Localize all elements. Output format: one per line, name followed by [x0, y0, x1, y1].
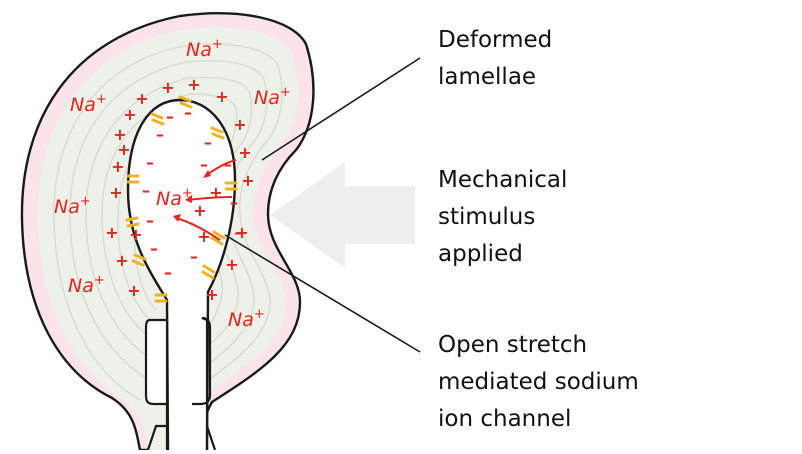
svg-text:+: +: [115, 251, 128, 270]
negative-charges: – – – – – – – – – – – – – –: [142, 103, 242, 282]
svg-text:–: –: [156, 125, 164, 144]
channel-6: [125, 216, 140, 228]
na-label-upper-right: Na+: [254, 85, 291, 109]
na-label-lower-left: Na+: [68, 273, 105, 297]
channel-10: [154, 293, 168, 303]
svg-text:+: +: [209, 183, 222, 202]
channel-1: [178, 95, 193, 109]
influx-arrow-2: [187, 196, 233, 201]
svg-text:–: –: [142, 181, 150, 200]
svg-text:+: +: [113, 125, 126, 144]
channel-9: [201, 264, 216, 280]
na-label-top: Na+: [186, 37, 223, 61]
svg-text:+: +: [235, 223, 248, 242]
label-deformed-lamellae: Deformed lamellae: [438, 27, 553, 90]
channel-5: [224, 181, 238, 191]
svg-text:–: –: [166, 107, 174, 126]
svg-text:+: +: [238, 143, 251, 162]
channel-7: [210, 230, 226, 246]
svg-text:+: +: [111, 157, 124, 176]
na-label-inside: Na+: [156, 186, 193, 210]
svg-text:–: –: [190, 247, 198, 266]
sodium-channels: [125, 95, 238, 303]
svg-text:+: +: [233, 115, 246, 134]
svg-text:–: –: [224, 155, 232, 174]
node-lower-left: [146, 424, 167, 451]
svg-text:+: +: [241, 171, 254, 190]
svg-text:+: +: [193, 201, 206, 220]
svg-text:+: +: [225, 255, 238, 274]
sodium-ion-labels: Na+ Na+ Na+ Na+ Na+ Na+ Na+: [54, 37, 291, 331]
svg-text:+: +: [123, 105, 136, 124]
positive-charges: + + + + + + + + + + + + + + + + + + + + …: [105, 75, 254, 304]
svg-text:–: –: [164, 263, 172, 282]
svg-text:–: –: [146, 153, 154, 172]
sodium-influx-arrowheads: [173, 170, 211, 222]
svg-text:–: –: [184, 103, 192, 122]
svg-text:–: –: [150, 239, 158, 258]
svg-text:+: +: [109, 183, 122, 202]
channel-2: [150, 112, 165, 126]
svg-text:+: +: [187, 75, 200, 94]
svg-text:+: +: [117, 140, 130, 159]
myelin-left: [144, 318, 169, 450]
svg-text:–: –: [200, 155, 208, 174]
na-label-left: Na+: [54, 194, 91, 218]
callout-line-deformed: [261, 57, 421, 161]
svg-text:–: –: [230, 193, 238, 212]
svg-text:+: +: [135, 89, 148, 108]
node-lower-right: [205, 425, 217, 451]
channel-8: [131, 253, 147, 267]
svg-text:+: +: [129, 225, 142, 244]
svg-text:+: +: [215, 87, 228, 106]
channel-3: [210, 126, 225, 140]
nerve-fibre-outline: [126, 98, 237, 451]
svg-text:+: +: [197, 227, 210, 246]
na-label-upper-left: Na+: [70, 92, 107, 116]
stimulus-arrow: [270, 162, 415, 268]
label-mechanical-stimulus: Mechanical stimulus applied: [438, 167, 568, 267]
svg-text:+: +: [127, 281, 140, 300]
svg-text:–: –: [204, 133, 212, 152]
svg-text:+: +: [105, 223, 118, 242]
label-stretch-channel: Open stretch mediated sodium ion channel: [438, 332, 639, 432]
svg-text:+: +: [205, 285, 218, 304]
svg-text:+: +: [161, 78, 174, 97]
na-label-lower-right: Na+: [228, 307, 265, 331]
influx-arrow-3: [175, 217, 221, 241]
callout-line-channel: [224, 234, 421, 353]
channel-4: [126, 174, 140, 184]
svg-text:–: –: [146, 211, 154, 230]
svg-text:–: –: [234, 223, 242, 242]
myelin-right: [192, 316, 212, 450]
